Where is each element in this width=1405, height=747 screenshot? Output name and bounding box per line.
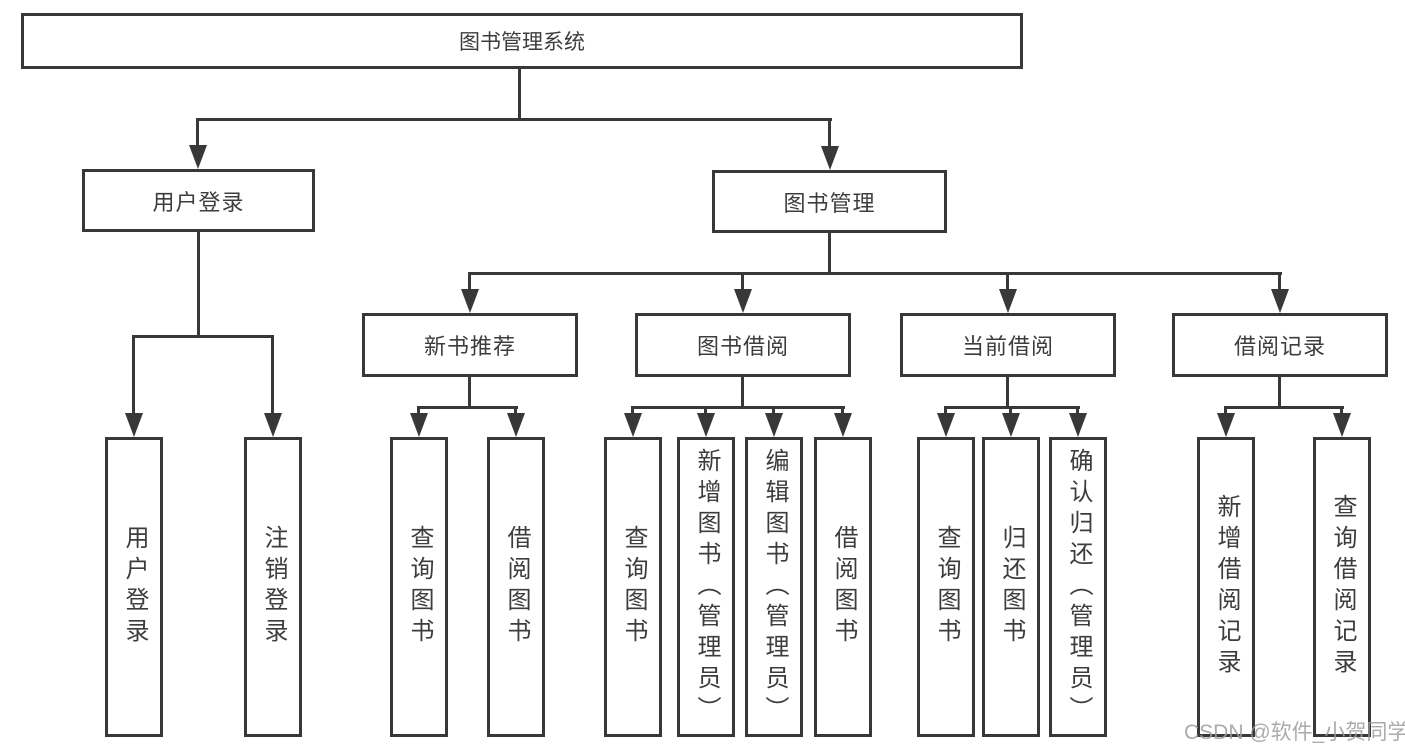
connector-records-branch-2 bbox=[1340, 407, 1343, 417]
leaf-edit-book-admin: 编辑图书（管理员） bbox=[745, 437, 803, 737]
node-current-borrow: 当前借阅 bbox=[900, 313, 1116, 377]
leaf-add-borrow-record: 新增借阅记录 bbox=[1197, 437, 1255, 737]
connector-userlogin-bus bbox=[132, 335, 274, 338]
arrow-down-icon bbox=[461, 289, 479, 313]
connector-recommend-branch-1 bbox=[417, 407, 420, 417]
connector-bookmgmt-stem bbox=[828, 233, 831, 275]
leaf-recommend-borrow-books: 借阅图书 bbox=[487, 437, 545, 737]
leaf-recommend-query-books-label: 查询图书 bbox=[406, 525, 433, 649]
connector-bookmgmt-bus bbox=[468, 272, 1282, 275]
connector-recommend-bus bbox=[417, 406, 518, 409]
node-book-management: 图书管理 bbox=[712, 170, 947, 233]
connector-current-branch-3 bbox=[1076, 407, 1079, 417]
connector-bookmgmt-branch-4 bbox=[1278, 273, 1281, 294]
connector-borrow-branch-3 bbox=[772, 407, 775, 417]
leaf-borrow-query-books-label: 查询图书 bbox=[620, 525, 647, 649]
node-user-login-label: 用户登录 bbox=[152, 189, 245, 215]
connector-userlogin-branch-1 bbox=[132, 336, 135, 418]
connector-records-branch-1 bbox=[1224, 407, 1227, 417]
connector-bookmgmt-branch-1 bbox=[468, 273, 471, 294]
leaf-add-borrow-record-label: 新增借阅记录 bbox=[1213, 494, 1240, 680]
leaf-confirm-return-admin-label: 确认归还（管理员） bbox=[1065, 447, 1092, 727]
arrow-down-icon bbox=[1069, 413, 1087, 437]
arrow-down-icon bbox=[189, 145, 207, 169]
node-user-login: 用户登录 bbox=[82, 169, 315, 232]
arrow-down-icon bbox=[1271, 289, 1289, 313]
leaf-logout: 注销登录 bbox=[244, 437, 302, 737]
connector-recommend-stem bbox=[468, 377, 471, 408]
connector-current-branch-2 bbox=[1009, 407, 1012, 417]
connector-root-stem bbox=[518, 69, 521, 121]
arrow-down-icon bbox=[999, 289, 1017, 313]
connector-bookmgmt-branch-2 bbox=[741, 273, 744, 294]
leaf-add-book-admin-label: 新增图书（管理员） bbox=[693, 447, 720, 727]
connector-bookmgmt-branch-3 bbox=[1006, 273, 1009, 294]
arrow-down-icon bbox=[125, 413, 143, 437]
connector-current-bus bbox=[944, 406, 1080, 409]
connector-recommend-branch-2 bbox=[514, 407, 517, 417]
arrow-down-icon bbox=[410, 413, 428, 437]
leaf-user-login: 用户登录 bbox=[105, 437, 163, 737]
leaf-current-query-books-label: 查询图书 bbox=[933, 525, 960, 649]
csdn-watermark: CSDN @软件_小贺同学 bbox=[1184, 721, 1405, 744]
node-book-borrow: 图书借阅 bbox=[635, 313, 851, 377]
arrow-down-icon bbox=[1217, 413, 1235, 437]
connector-borrow-branch-4 bbox=[841, 407, 844, 417]
arrow-down-icon bbox=[264, 413, 282, 437]
node-root-label: 图书管理系统 bbox=[459, 31, 585, 54]
arrow-down-icon bbox=[834, 413, 852, 437]
leaf-edit-book-admin-label: 编辑图书（管理员） bbox=[761, 447, 788, 727]
arrow-down-icon bbox=[821, 146, 839, 170]
connector-userlogin-stem bbox=[197, 232, 200, 338]
connector-borrow-branch-1 bbox=[631, 407, 634, 417]
leaf-return-book-label: 归还图书 bbox=[998, 525, 1025, 649]
connector-records-bus bbox=[1224, 406, 1344, 409]
leaf-add-book-admin: 新增图书（管理员） bbox=[677, 437, 735, 737]
arrow-down-icon bbox=[937, 413, 955, 437]
node-new-book-recommend-label: 新书推荐 bbox=[423, 334, 516, 359]
leaf-query-borrow-record: 查询借阅记录 bbox=[1313, 437, 1371, 737]
connector-current-stem bbox=[1006, 377, 1009, 408]
connector-userlogin-branch-2 bbox=[271, 336, 274, 418]
arrow-down-icon bbox=[734, 289, 752, 313]
leaf-borrow-books: 借阅图书 bbox=[814, 437, 872, 737]
leaf-borrow-query-books: 查询图书 bbox=[604, 437, 662, 737]
leaf-borrow-books-label: 借阅图书 bbox=[830, 525, 857, 649]
node-borrow-records-label: 借阅记录 bbox=[1233, 334, 1326, 359]
node-book-management-label: 图书管理 bbox=[783, 190, 876, 216]
leaf-recommend-query-books: 查询图书 bbox=[390, 437, 448, 737]
connector-root-bus bbox=[196, 118, 832, 121]
connector-records-stem bbox=[1278, 377, 1281, 408]
node-new-book-recommend: 新书推荐 bbox=[362, 313, 578, 377]
leaf-recommend-borrow-books-label: 借阅图书 bbox=[503, 525, 530, 649]
connector-borrow-stem bbox=[741, 377, 744, 408]
arrow-down-icon bbox=[1002, 413, 1020, 437]
leaf-current-query-books: 查询图书 bbox=[917, 437, 975, 737]
connector-current-branch-1 bbox=[944, 407, 947, 417]
leaf-return-book: 归还图书 bbox=[982, 437, 1040, 737]
connector-borrow-bus bbox=[631, 406, 845, 409]
arrow-down-icon bbox=[507, 413, 525, 437]
arrow-down-icon bbox=[765, 413, 783, 437]
connector-borrow-branch-2 bbox=[704, 407, 707, 417]
leaf-user-login-label: 用户登录 bbox=[121, 525, 148, 649]
node-current-borrow-label: 当前借阅 bbox=[961, 334, 1054, 359]
arrow-down-icon bbox=[697, 413, 715, 437]
arrow-down-icon bbox=[1333, 413, 1351, 437]
leaf-confirm-return-admin: 确认归还（管理员） bbox=[1049, 437, 1107, 737]
node-root: 图书管理系统 bbox=[21, 13, 1023, 69]
arrow-down-icon bbox=[624, 413, 642, 437]
node-borrow-records: 借阅记录 bbox=[1172, 313, 1388, 377]
leaf-query-borrow-record-label: 查询借阅记录 bbox=[1329, 494, 1356, 680]
node-book-borrow-label: 图书借阅 bbox=[696, 334, 789, 359]
connector-root-branch-left bbox=[196, 119, 199, 149]
connector-root-branch-right bbox=[828, 119, 831, 150]
leaf-logout-label: 注销登录 bbox=[260, 525, 287, 649]
